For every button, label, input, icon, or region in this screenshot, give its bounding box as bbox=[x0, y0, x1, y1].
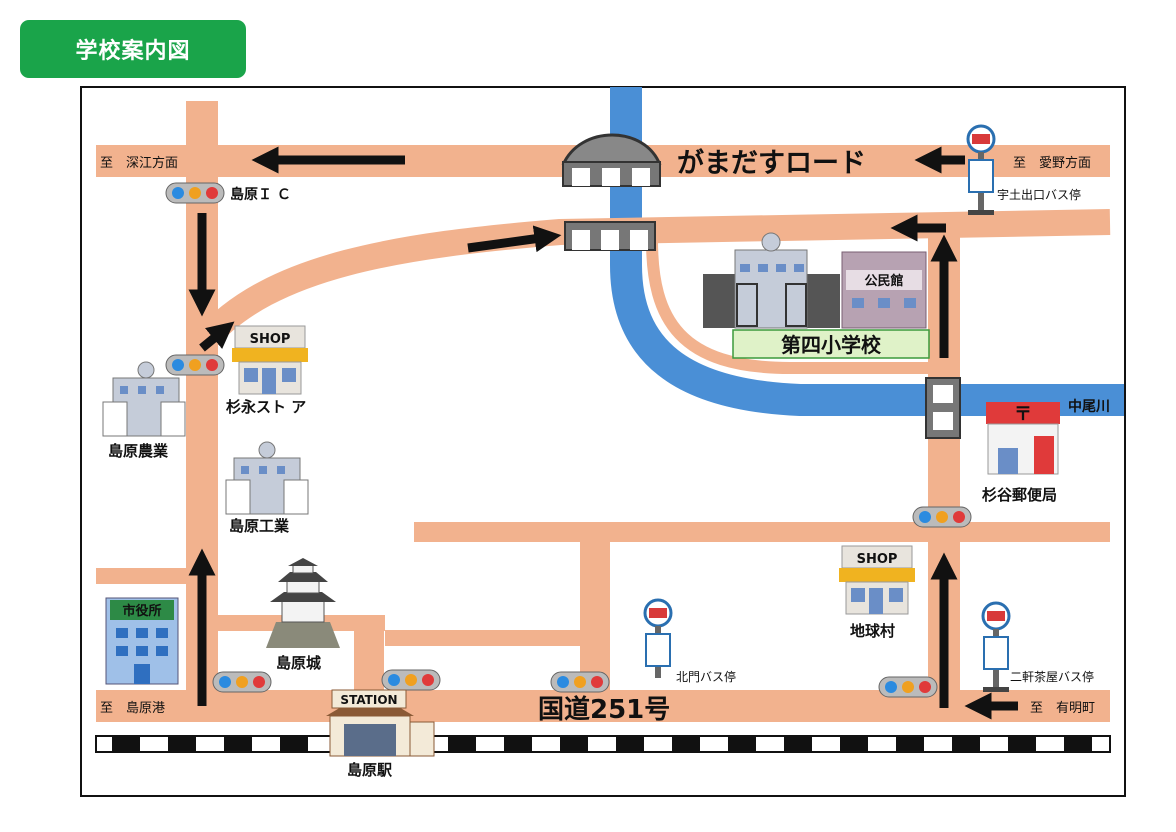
rail-tie bbox=[896, 737, 924, 751]
label-to-shimabara-port: 至 島原港 bbox=[100, 701, 165, 716]
svg-text:〒: 〒 bbox=[1014, 404, 1032, 425]
school-icon-nougyou bbox=[102, 361, 186, 437]
rail-tie bbox=[784, 737, 812, 751]
traffic-light-south bbox=[550, 671, 610, 693]
rail-tie bbox=[1064, 737, 1092, 751]
rail-tie bbox=[672, 737, 700, 751]
label-shimabara-nougyou: 島原農業 bbox=[108, 442, 169, 460]
city-hall-icon: 市役所 bbox=[105, 597, 179, 685]
traffic-light-port bbox=[212, 671, 272, 693]
bridge-right bbox=[925, 377, 961, 439]
label-sugitani-post: 杉谷郵便局 bbox=[982, 486, 1057, 504]
rail-tie bbox=[952, 737, 980, 751]
shop-sign-chikyuumura: SHOP bbox=[857, 552, 898, 567]
castle-icon bbox=[266, 558, 340, 648]
road-castle-vertical bbox=[354, 615, 384, 695]
label-chikyuumura: 地球村 bbox=[850, 622, 895, 640]
rail-tie bbox=[224, 737, 252, 751]
shop-icon-suginaga: SHOP bbox=[232, 325, 308, 395]
road-south-vertical bbox=[580, 532, 610, 697]
rail-tie bbox=[504, 737, 532, 751]
traffic-light-ariake bbox=[878, 676, 938, 698]
title-badge: 学校案内図 bbox=[20, 20, 246, 78]
label-shimabara-castle: 島原城 bbox=[276, 654, 321, 672]
label-shimabara-ic: 島原Ｉ Ｃ bbox=[230, 186, 291, 203]
river bbox=[610, 87, 1124, 416]
road-left-stub bbox=[96, 568, 192, 584]
rail-tie bbox=[280, 737, 308, 751]
rail-tie bbox=[840, 737, 868, 751]
shop-icon-chikyuumura: SHOP bbox=[839, 545, 915, 615]
rail-tie bbox=[448, 737, 476, 751]
shop-sign-suginaga: SHOP bbox=[250, 332, 291, 347]
traffic-light-ic bbox=[165, 182, 225, 204]
school-label-bg bbox=[732, 329, 930, 359]
bus-stop-icon-nikenchaya bbox=[981, 601, 1011, 692]
rail-tie bbox=[1008, 737, 1036, 751]
rail-tie bbox=[616, 737, 644, 751]
traffic-light-post bbox=[912, 506, 972, 528]
school-building-icon bbox=[703, 232, 840, 329]
station-icon: STATION bbox=[326, 689, 435, 757]
label-suginaga-store: 杉永スト ア bbox=[226, 398, 306, 416]
traffic-light-station bbox=[381, 669, 441, 691]
label-gamadasu-road: がまだすロード bbox=[677, 147, 866, 179]
post-office-icon: 〒 bbox=[986, 402, 1060, 475]
traffic-light-shop bbox=[165, 354, 225, 376]
rail-tie bbox=[168, 737, 196, 751]
arrows bbox=[188, 146, 1018, 720]
label-route251: 国道251号 bbox=[538, 694, 670, 725]
label-udo-bus: 宇土出口バス停 bbox=[997, 187, 1081, 202]
bridge-middle bbox=[564, 221, 656, 251]
kominkan-building-icon: 公民館 bbox=[841, 251, 927, 329]
bus-stop-icon-udo bbox=[966, 124, 996, 215]
label-to-aino: 至 愛野方面 bbox=[1013, 155, 1091, 171]
label-kitamon-bus: 北門バス停 bbox=[676, 669, 736, 684]
bridge-upper bbox=[561, 133, 662, 187]
road-castle-link bbox=[385, 630, 590, 646]
label-shimabara-station: 島原駅 bbox=[347, 761, 393, 779]
road-middle bbox=[414, 522, 1110, 542]
bus-stop-icon-kitamon bbox=[643, 598, 673, 678]
school-icon-kougyou bbox=[225, 441, 309, 515]
rail-tie bbox=[112, 737, 140, 751]
label-nikenchaya-bus: 二軒茶屋バス停 bbox=[1010, 669, 1094, 684]
label-to-fukae: 至 深江方面 bbox=[100, 155, 178, 171]
arrow-to-shop bbox=[199, 321, 235, 352]
station-sign: STATION bbox=[340, 693, 397, 707]
arrow-to-bridge bbox=[467, 225, 562, 253]
label-nakao-river: 中尾川 bbox=[1068, 398, 1110, 415]
city-hall-sign: 市役所 bbox=[122, 603, 161, 619]
rail-tie bbox=[560, 737, 588, 751]
label-shimabara-kougyou: 島原工業 bbox=[229, 517, 290, 535]
road-school-loop bbox=[646, 239, 934, 374]
rail-tie bbox=[728, 737, 756, 751]
kominkan-sign: 公民館 bbox=[864, 273, 903, 289]
label-to-ariake: 至 有明町 bbox=[1030, 701, 1095, 716]
road-upper-curve bbox=[195, 209, 1111, 349]
school-label: 第四小学校 bbox=[781, 333, 882, 357]
